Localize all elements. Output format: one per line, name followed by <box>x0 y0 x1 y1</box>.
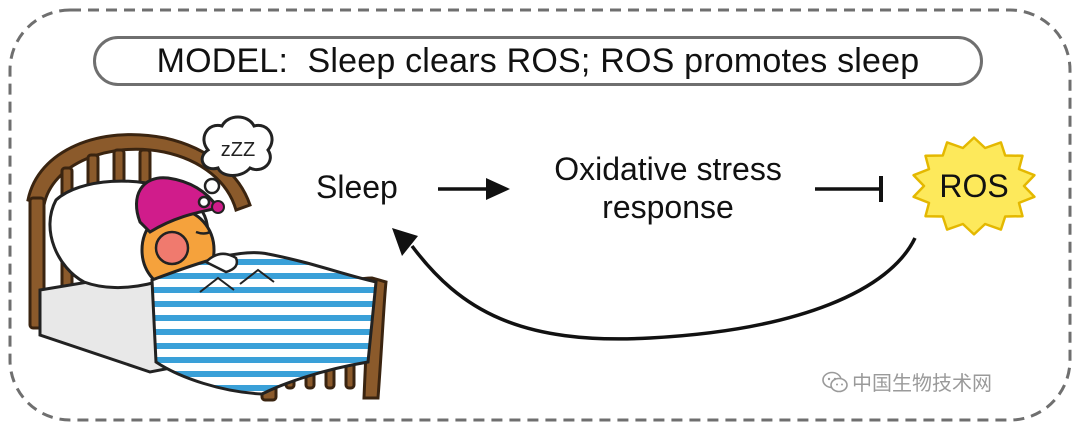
model-title: MODEL: Sleep clears ROS; ROS promotes sl… <box>156 41 920 80</box>
blanket <box>150 251 378 396</box>
dream-text: zZZ <box>221 139 255 161</box>
inhibition-oxidative-to-ros <box>815 176 883 202</box>
person-cheek <box>154 230 190 266</box>
title-box: MODEL: Sleep clears ROS; ROS promotes sl… <box>93 36 983 86</box>
thought-cloud <box>200 115 274 177</box>
node-sleep: Sleep <box>316 169 398 205</box>
thought-dot-small <box>197 195 211 209</box>
watermark-text: 中国生物技术网 <box>852 373 992 395</box>
node-oxidative-line2: response <box>602 189 734 225</box>
ros-burst <box>912 136 1036 236</box>
arrow-ros-to-sleep <box>392 228 917 341</box>
arrow-sleep-to-oxidative <box>438 178 510 200</box>
nightcap <box>135 176 221 234</box>
node-oxidative-line1: Oxidative stress <box>554 151 782 187</box>
closed-eye <box>195 230 211 235</box>
thought-dot-medium <box>203 177 221 195</box>
nightcap-pompom <box>211 200 225 214</box>
sleeping-person-illustration: zZZ <box>26 115 388 402</box>
wechat-icon <box>822 371 848 392</box>
person-hand <box>203 252 239 274</box>
watermark: 中国生物技术网 <box>822 367 992 396</box>
node-ros: ROS <box>939 168 1009 204</box>
node-oxidative-stress-response: Oxidative stress response <box>518 150 818 226</box>
dashed-frame <box>8 8 1072 422</box>
